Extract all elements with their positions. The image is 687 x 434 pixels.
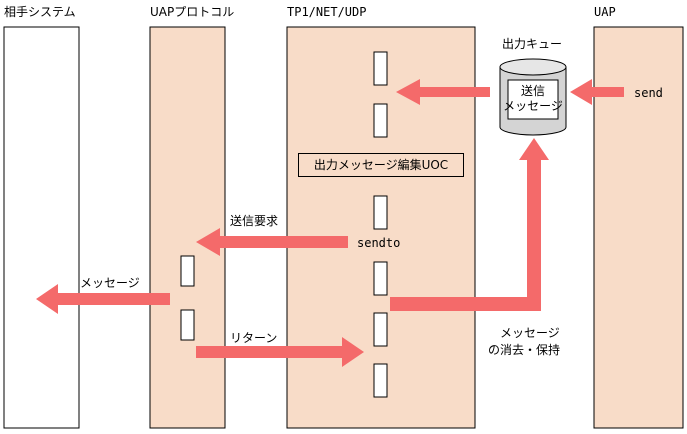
output-queue-title: 出力キュー — [502, 37, 563, 51]
discard-retain-label-line2: の消去・保持 — [488, 343, 561, 357]
tp1-activation-bar — [373, 261, 388, 296]
send-call-label: send — [634, 86, 663, 100]
tp1-activation-bar — [373, 363, 388, 398]
message-arrow — [36, 284, 170, 314]
sendto-call-label: sendto — [357, 236, 401, 250]
send-request-label: 送信要求 — [230, 214, 279, 228]
partner-system-title: 相手システム — [4, 5, 76, 19]
send-arrow — [570, 79, 624, 105]
uap-protocol-lane — [149, 26, 226, 429]
uap-protocol-activation-bar — [180, 309, 195, 341]
send-request-arrow — [196, 228, 348, 256]
tp1-activation-bar — [373, 312, 388, 347]
output-message-edit-uoc: 出力メッセージ編集UOC — [298, 153, 464, 177]
output-queue-cylinder — [499, 58, 567, 136]
tp1-activation-bar — [373, 51, 388, 86]
uap-title: UAP — [594, 5, 616, 19]
tp1-net-udp-title: TP1/NET/UDP — [287, 5, 367, 19]
tp1-activation-bar — [373, 195, 388, 230]
queue-to-tp1-arrow — [396, 79, 490, 105]
discard-retain-label-line1: メッセージ — [500, 326, 560, 340]
discard-retain-arrow — [390, 138, 549, 311]
uap-protocol-title: UAPプロトコル — [150, 5, 235, 19]
message-label: メッセージ — [80, 276, 140, 290]
return-label: リターン — [230, 331, 278, 345]
queue-body-line1: 送信 — [520, 84, 545, 98]
uap-protocol-activation-bar — [180, 255, 195, 287]
tp1-activation-bar — [373, 103, 388, 138]
partner-system-lane — [3, 26, 80, 429]
queue-body-line2: メッセージ — [503, 99, 563, 113]
return-arrow — [196, 337, 364, 367]
